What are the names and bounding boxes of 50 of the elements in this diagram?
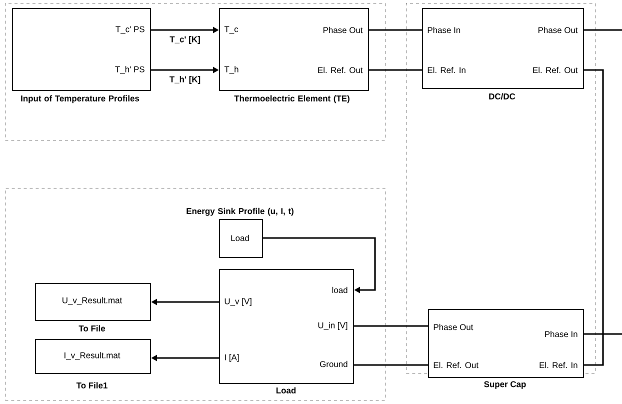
port-label: El. Ref. In — [428, 66, 466, 74]
port-label: U_v [V] — [224, 298, 252, 306]
block — [12, 8, 151, 91]
dashed-group-frame — [5, 188, 386, 400]
port-label: El. Ref. In — [540, 362, 578, 368]
edge-label: T_c' [K] — [170, 36, 200, 44]
connector — [354, 325, 428, 327]
dashed-group-frame — [5, 3, 386, 140]
connector — [584, 333, 622, 335]
port-label: T_c' PS — [116, 26, 144, 34]
block-name: Thermoelectric Element (TE) — [234, 95, 350, 104]
port-label: Phase In — [545, 330, 578, 338]
block-name: Load — [276, 387, 296, 394]
port-label: Phase Out — [434, 324, 474, 330]
port-label: Phase In — [428, 26, 460, 34]
port-label: El. Ref. Out — [533, 66, 578, 74]
connector — [369, 69, 422, 71]
block — [219, 269, 354, 384]
port-label: El. Ref. Out — [434, 362, 478, 368]
block-name: To File1 — [76, 382, 108, 388]
block — [35, 339, 151, 374]
block-name: Super Cap — [484, 381, 526, 389]
connector — [369, 29, 422, 31]
edge-label: T_h' [K] — [170, 76, 200, 84]
block — [219, 8, 369, 91]
port-label: T_h — [224, 66, 238, 74]
port-label: Ground — [320, 360, 348, 368]
port-label: Phase Out — [538, 26, 578, 34]
port-label: El. Ref. Out — [318, 66, 363, 74]
block-label: Load — [231, 234, 249, 242]
port-label: T_c — [224, 26, 238, 34]
block — [422, 8, 584, 89]
block-label: I_v_Result.mat — [64, 352, 120, 360]
block-name: DC/DC — [489, 93, 516, 100]
connector — [584, 29, 622, 31]
port-label: I [A] — [224, 354, 239, 362]
block-label: U_v_Result.mat — [62, 297, 122, 305]
connector — [263, 237, 376, 294]
port-label: U_in [V] — [318, 322, 348, 330]
port-label: load — [332, 286, 348, 294]
block — [428, 309, 584, 378]
block-name: To File — [78, 325, 106, 332]
block — [219, 219, 263, 258]
block — [35, 283, 151, 321]
block-name: Input of Temperature Profiles — [21, 95, 140, 104]
connector — [584, 69, 604, 366]
block-name: Energy Sink Profile (u, I, t) — [186, 208, 294, 216]
port-label: T_h' PS — [115, 66, 144, 74]
port-label: Phase Out — [323, 26, 363, 34]
connector — [354, 364, 428, 366]
